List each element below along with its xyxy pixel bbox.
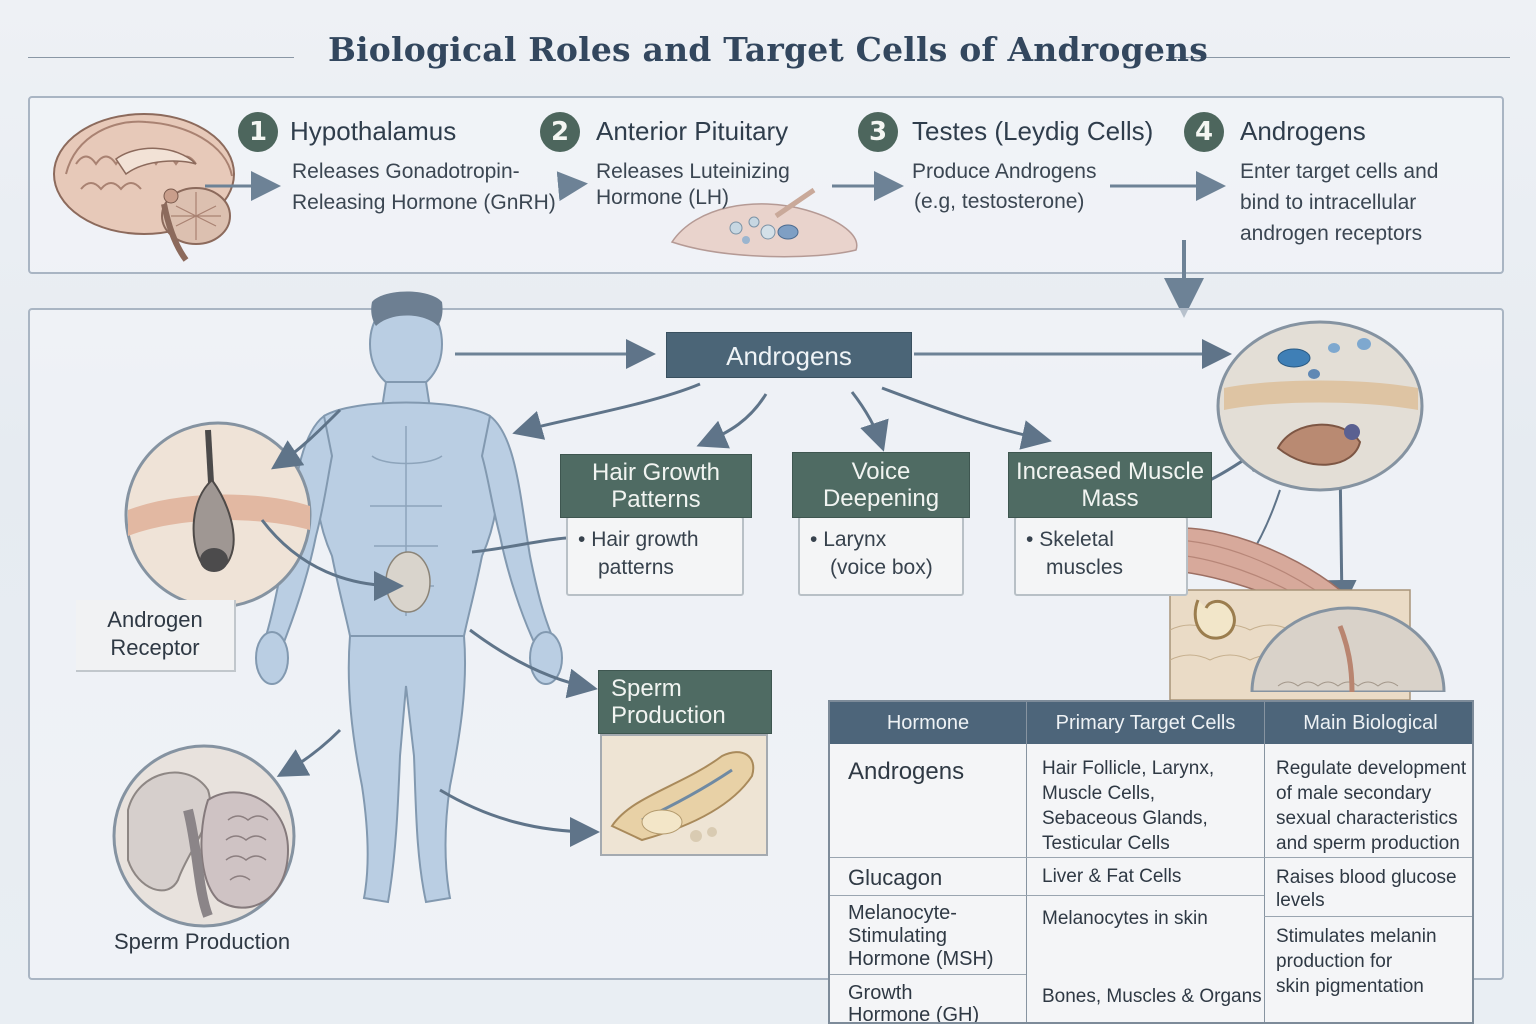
body-arrows: [260, 339, 1357, 847]
effect-hair-body: • Hair growth patterns: [566, 516, 744, 596]
androgen-receptor-label-box: [76, 600, 236, 672]
effect-hair-title: Hair Growth Patterns: [591, 459, 721, 513]
effect-muscle-line1: • Skeletal: [1026, 528, 1114, 551]
table-row-gh-hormone: Growth Hormone (GH): [848, 982, 980, 1024]
cell-receptor-icon: [1216, 320, 1424, 492]
sperm-production-label: Sperm Production: [114, 929, 291, 954]
step-2-badge: 2: [540, 112, 580, 152]
table-row-msh-hormone: Melanocyte- Stimulating Hormone (MSH): [848, 902, 994, 970]
table-header-hormone: Hormone: [830, 702, 1026, 744]
step-2-title: Anterior Pituitary: [596, 116, 789, 146]
effect-voice-title: Voice Deepening: [822, 458, 940, 512]
table-row-androgens-role: Regulate development of male secondary s…: [1276, 758, 1467, 854]
step-1-desc-line2: Releasing Hormone (GnRH): [292, 191, 556, 214]
table-divider: [1264, 916, 1472, 917]
title-rule-right: [1168, 57, 1510, 58]
effect-muscle-line2: muscles: [1046, 556, 1124, 579]
effect-voice-header: Voice Deepening: [792, 452, 970, 518]
pituitary-tissue-icon: [670, 187, 858, 258]
sperm-production-title: Sperm Production: [611, 675, 726, 729]
sperm-tubule-icon: [610, 751, 755, 842]
table-row-androgens-targets: Hair Follicle, Larynx, Muscle Cells, Seb…: [1042, 758, 1215, 854]
table-row-glucagon-hormone: Glucagon: [848, 865, 943, 890]
table-row-gh-targets: Bones, Muscles & Organs: [1042, 986, 1262, 1007]
androgen-receptor-label: Androgen Receptor: [107, 607, 203, 660]
step-1-desc-line1: Releases Gonadotropin-: [292, 160, 520, 183]
step-3-desc-line2: (e.g, testosterone): [914, 190, 1085, 213]
table-header-targets: Primary Target Cells: [1027, 702, 1264, 744]
step-4-desc-line2: bind to intracellular: [1240, 191, 1417, 214]
effect-muscle-header: Increased Muscle Mass: [1008, 452, 1212, 518]
hair-follicle-icon: [124, 421, 312, 609]
step-3-title: Testes (Leydig Cells): [912, 116, 1154, 146]
sperm-production-header: Sperm Production: [598, 670, 772, 734]
page-title: Biological Roles and Target Cells of And…: [327, 30, 1209, 69]
effect-voice-line2: (voice box): [830, 556, 933, 579]
table-row-glucagon-targets: Liver & Fat Cells: [1042, 866, 1182, 887]
androgens-center-box: Androgens: [666, 332, 912, 378]
effect-muscle-title: Increased Muscle Mass: [1015, 458, 1205, 512]
hormone-table: Hormone Primary Target Cells Main Biolog…: [828, 700, 1474, 1024]
step-1-badge: 1: [238, 112, 278, 152]
step-3-badge: 3: [858, 112, 898, 152]
testis-icon: [112, 744, 296, 928]
effect-voice-body: • Larynx (voice box): [798, 516, 964, 596]
step-2-desc-line2: Hormone (LH): [596, 186, 730, 209]
effect-voice-line1: • Larynx: [810, 528, 887, 551]
effect-muscle-body: • Skeletal muscles: [1014, 516, 1188, 596]
table-header-role: Main Biological: [1265, 702, 1472, 744]
title-rule-left: [28, 57, 294, 58]
pathway-arrows: [205, 171, 1226, 318]
brain-icon: [53, 113, 235, 262]
table-divider: [1264, 702, 1265, 1022]
table-divider: [830, 857, 1472, 858]
step-4-desc-line1: Enter target cells and: [1240, 160, 1439, 183]
table-row-msh-targets: Melanocytes in skin: [1042, 908, 1208, 929]
table-row-msh-role: Stimulates melanin production for skin p…: [1276, 926, 1437, 997]
step-2-desc-line1: Releases Luteinizing: [596, 160, 790, 183]
effect-hair-line1: • Hair growth: [578, 528, 699, 551]
step-4-badge: 4: [1184, 112, 1224, 152]
table-divider: [830, 895, 1264, 896]
step-4-title: Androgens: [1240, 116, 1366, 146]
table-divider: [1026, 702, 1027, 1022]
table-row-androgens-hormone: Androgens: [848, 758, 965, 785]
sperm-production-box: [600, 734, 768, 856]
follicle-detail-icon: [1250, 606, 1446, 692]
step-3-desc-line1: Produce Androgens: [912, 160, 1097, 183]
table-divider: [830, 974, 1026, 975]
human-body-icon: [255, 291, 563, 904]
effect-hair-header: Hair Growth Patterns: [560, 454, 752, 518]
table-row-glucagon-role: Raises blood glucose levels: [1276, 867, 1457, 911]
effect-hair-line2: patterns: [598, 556, 674, 579]
step-1-title: Hypothalamus: [290, 116, 457, 146]
step-4-desc-line3: androgen receptors: [1240, 222, 1423, 245]
